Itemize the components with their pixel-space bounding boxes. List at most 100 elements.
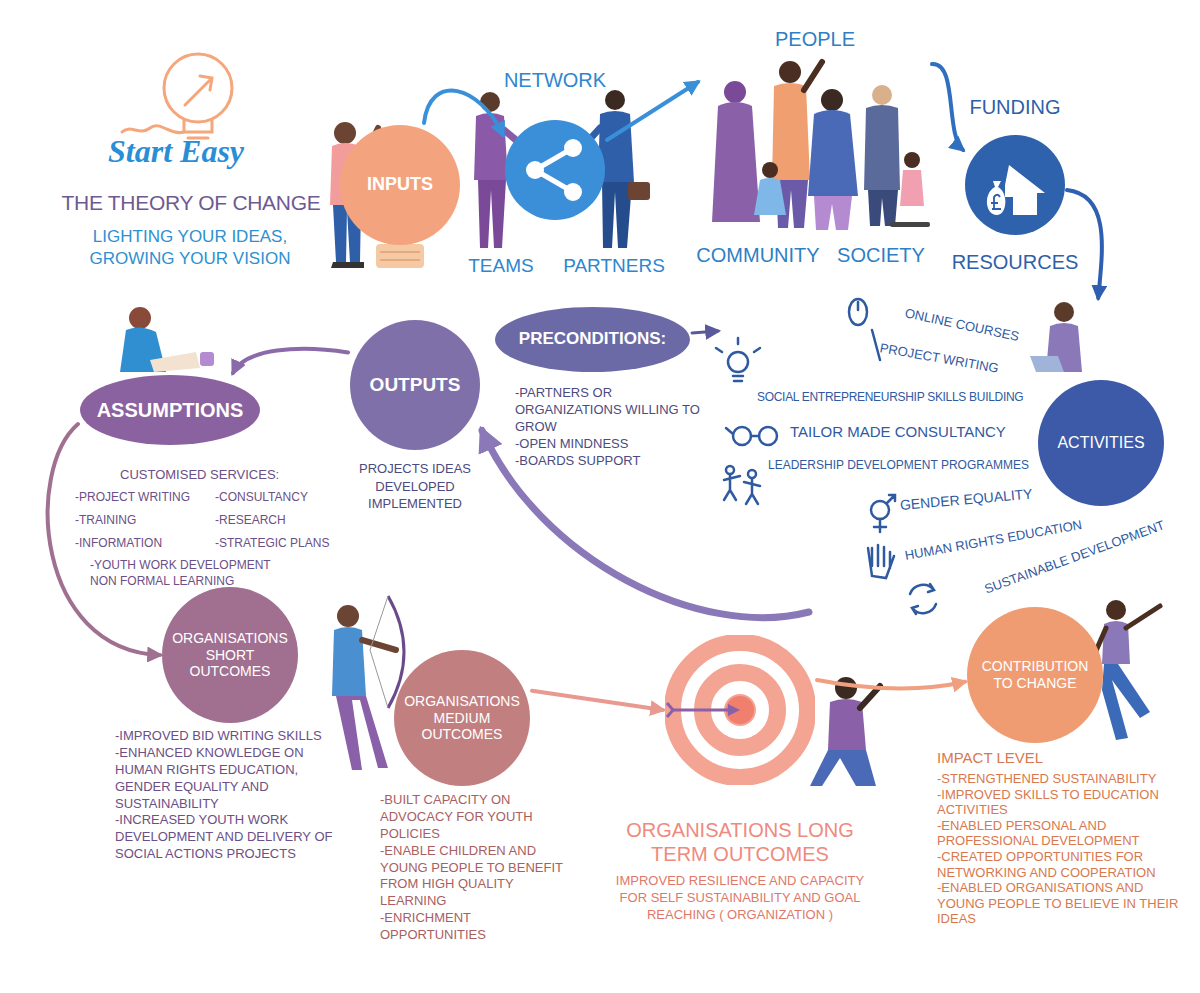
target-ring: [725, 695, 755, 725]
people-group-part: [821, 89, 843, 111]
archer: [332, 596, 404, 770]
medium-outcomes-circle: ORGANISATIONS MEDIUM OUTCOMES-BUILT CAPA…: [394, 650, 530, 786]
dancer-part: [1092, 606, 1160, 660]
network-figures-part: [605, 90, 625, 110]
activity-icons-part: [728, 352, 748, 372]
people-group-part: [890, 222, 930, 227]
node-text: -IMPROVED SKILLS TO EDUCATION ACTIVITIES: [937, 787, 1182, 818]
assumptions-ellipse: ASSUMPTIONSCUSTOMISED SERVICES:-PROJECT …: [80, 375, 260, 445]
subtitle: LIGHTING YOUR IDEAS, GROWING YOUR VISION: [72, 226, 308, 270]
node-text: -ENHANCED KNOWLEDGE ON HUMAN RIGHTS EDUC…: [115, 745, 350, 813]
node-circle: [965, 135, 1065, 235]
network-figures-part: [478, 180, 506, 248]
node-text: FUNDING: [955, 95, 1075, 119]
node-text-column: SOCIAL ENTREPRENEURSHIP SKILLS BUILDING: [757, 390, 1023, 404]
long-term-target-shape: [665, 635, 815, 785]
laptop-person-part: [1030, 356, 1064, 372]
node-text: -OPEN MINDNESS: [515, 436, 700, 453]
node-text-column: ORGANISATIONS LONG TERM OUTCOMES: [605, 818, 875, 866]
target-arrow: [673, 709, 736, 712]
node-text: -CONSULTANCY: [215, 490, 350, 504]
node-text: PROJECTS IDEAS DEVELOPED IMPLEMENTED: [350, 460, 480, 513]
node-text: TAILOR MADE CONSULTANCY: [790, 423, 1006, 441]
node-text: -PARTNERS OR ORGANIZATIONS WILLING TO GR…: [515, 385, 700, 436]
writing-woman-part: [150, 352, 200, 372]
people-group-part: [864, 105, 900, 190]
node-text: LEADERSHIP DEVELOPMENT PROGRAMMES: [768, 458, 1029, 472]
pound-sign: [991, 195, 1001, 209]
node-text: -STRENGTHENED SUSTAINABILITY: [937, 771, 1182, 787]
contribution-circle: CONTRIBUTION TO CHANGEIMPACT LEVEL-STREN…: [967, 607, 1103, 743]
node-text-column: -IMPROVED BID WRITING SKILLS-ENHANCED KN…: [115, 728, 350, 863]
node-heading: INPUTS: [367, 174, 433, 196]
node-text: -ENABLE CHILDREN AND YOUNG PEOPLE TO BEN…: [380, 843, 575, 911]
logo-bulb-part: [122, 126, 184, 133]
logo-text: Start Easy: [108, 132, 278, 170]
share-icon-dot: [526, 161, 544, 179]
node-text-column: -CONSULTANCY: [215, 490, 350, 504]
people-group-part: [868, 190, 898, 226]
node-ellipse: [80, 375, 260, 445]
node-text-column: -TRAINING: [75, 513, 210, 527]
node-text: -INCREASED YOUTH WORK DEVELOPMENT AND DE…: [115, 812, 350, 863]
activity-icons-part: [726, 466, 734, 474]
node-text: -YOUTH WORK DEVELOPMENT NON FORMAL LEARN…: [90, 558, 295, 589]
short-outcomes-circle-inner: ORGANISATIONS SHORT OUTCOMES: [162, 587, 298, 723]
flow-arrow: [424, 91, 503, 135]
flow-arrow: [233, 349, 348, 373]
node-heading: OUTPUTS: [370, 374, 461, 397]
archer-part: [362, 640, 396, 650]
people-group-part: [724, 81, 746, 103]
node-text-column: TAILOR MADE CONSULTANCY: [790, 423, 1006, 441]
node-text: -STRATEGIC PLANS: [215, 536, 350, 550]
network-figures: [474, 90, 650, 248]
medium-outcomes-circle-inner: ORGANISATIONS MEDIUM OUTCOMES: [394, 650, 530, 786]
network-circle: NETWORKTEAMSPARTNERS: [505, 120, 605, 220]
inputs-person-part: [376, 244, 424, 268]
kneeling-man-part: [810, 750, 876, 786]
people-group-part: [779, 61, 801, 83]
people-group-part: [772, 83, 810, 180]
funding-circle-shape: [965, 135, 1065, 235]
node-text-column: -STRENGTHENED SUSTAINABILITY-IMPROVED SK…: [937, 771, 1182, 927]
network-circle-shape: [505, 120, 605, 220]
flow-arrow: [1067, 190, 1102, 298]
node-text: -ENRICHMENT OPPORTUNITIES: [380, 910, 575, 944]
flow-arrow: [817, 680, 965, 689]
people-group-part: [712, 102, 760, 222]
activity-icons-part: [868, 545, 894, 578]
node-text: -CREATED OPPORTUNITIES FOR NETWORKING AN…: [937, 849, 1182, 880]
diagram-title: THE THEORY OF CHANGE: [60, 190, 322, 215]
node-text-column: LEADERSHIP DEVELOPMENT PROGRAMMES: [768, 458, 1029, 472]
flow-arrow: [932, 64, 963, 150]
laptop-person-part: [1054, 302, 1074, 322]
network-figures-part: [480, 92, 500, 112]
node-text: -ENABLED ORGANISATIONS AND YOUNG PEOPLE …: [937, 880, 1182, 927]
node-text: -ENABLED PERSONAL AND PROFESSIONAL DEVEL…: [937, 818, 1182, 849]
flow-arrow: [482, 431, 809, 618]
node-text-column: NETWORK: [500, 68, 610, 92]
archer-part: [370, 596, 388, 708]
logo-bulb-part: [184, 120, 212, 132]
node-text-column: PROJECTS IDEAS DEVELOPED IMPLEMENTED: [350, 460, 480, 513]
node-text-column: FUNDING: [955, 95, 1075, 119]
preconditions-ellipse-inner: PRECONDITIONS:: [495, 307, 690, 372]
kneeling-man: [810, 677, 880, 786]
house-icon: [1005, 165, 1045, 215]
flow-arrow: [692, 331, 718, 333]
outputs-circle-inner: OUTPUTS: [350, 320, 480, 450]
share-icon-dot: [564, 139, 582, 157]
node-text: ONLINE COURSES: [903, 305, 1020, 344]
writing-woman-part: [129, 307, 151, 329]
inputs-person-part: [331, 262, 364, 268]
node-circle: [1038, 380, 1164, 506]
node-text: COMMUNITY: [692, 243, 824, 267]
preconditions-ellipse: PRECONDITIONS:-PARTNERS OR ORGANIZATIONS…: [495, 307, 690, 372]
activity-icons-part: [858, 302, 880, 360]
writing-woman-part: [200, 352, 214, 366]
node-text: -BUILT CAPACITY ON ADVOCACY FOR YOUTH PO…: [380, 792, 575, 843]
activity-icons-part: [733, 427, 751, 445]
node-text: NETWORK: [500, 68, 610, 92]
activity-icons-part: [724, 475, 740, 500]
people-group-part: [808, 110, 858, 196]
